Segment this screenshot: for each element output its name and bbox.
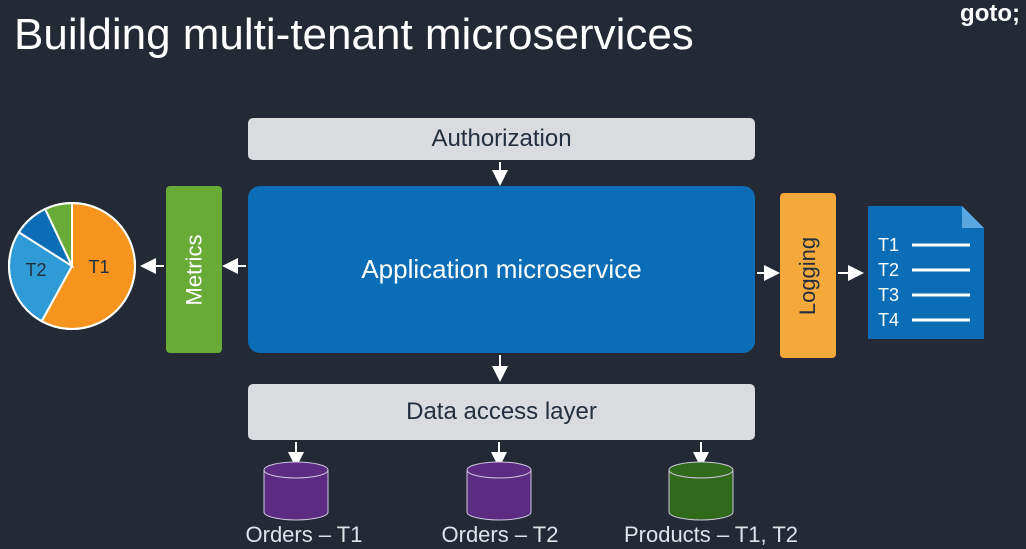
log-line-t1: T1 bbox=[878, 235, 899, 255]
goto-logo: goto; bbox=[960, 0, 1020, 27]
metrics-box: Metrics bbox=[166, 186, 222, 353]
database-icon bbox=[263, 461, 329, 521]
authorization-label: Authorization bbox=[431, 125, 572, 152]
databases bbox=[263, 461, 734, 521]
application-microservice-box: Application microservice bbox=[248, 186, 755, 353]
log-line-t2: T2 bbox=[878, 260, 899, 280]
authorization-box: Authorization bbox=[248, 118, 755, 160]
pie-label-t1: T1 bbox=[88, 257, 109, 277]
slide-title: Building multi-tenant microservices bbox=[14, 10, 694, 59]
logging-label: Logging bbox=[795, 236, 820, 315]
db-label-products: Products – T1, T2 bbox=[623, 522, 799, 547]
database-icon bbox=[466, 461, 532, 521]
logging-box: Logging bbox=[780, 193, 836, 358]
pie-outline bbox=[8, 202, 136, 330]
tenant-pie-chart bbox=[8, 201, 136, 330]
log-line-t3: T3 bbox=[878, 285, 899, 305]
db-label-orders-t1: Orders – T1 bbox=[245, 522, 363, 547]
log-line-t4: T4 bbox=[878, 310, 899, 330]
db-label-orders-t2: Orders – T2 bbox=[441, 522, 559, 547]
log-document: T1 T2 T3 T4 bbox=[868, 206, 984, 339]
database-icon bbox=[668, 461, 734, 521]
data-access-label: Data access layer bbox=[406, 398, 597, 425]
pie-label-t2: T2 bbox=[25, 260, 46, 280]
metrics-label: Metrics bbox=[181, 234, 207, 305]
data-access-layer-box: Data access layer bbox=[248, 384, 755, 440]
application-label: Application microservice bbox=[361, 254, 642, 284]
